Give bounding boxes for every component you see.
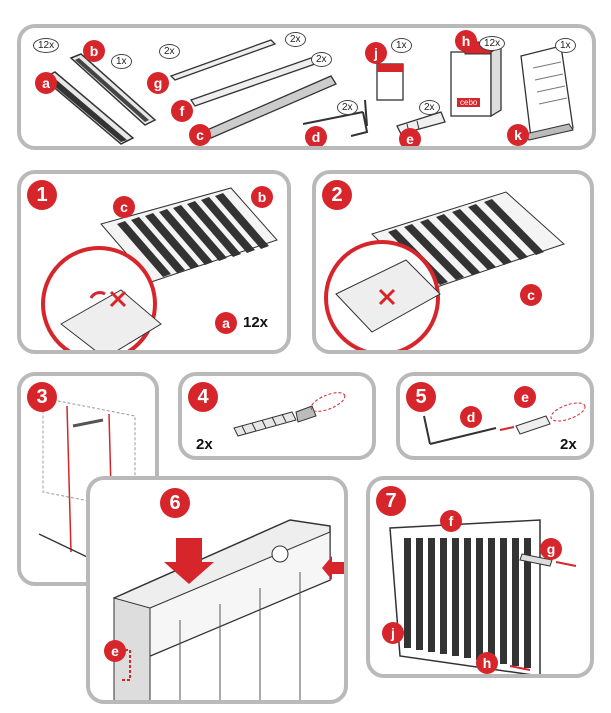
part-qty-j: 1x bbox=[391, 38, 412, 53]
part-qty-d: 2x bbox=[337, 100, 358, 115]
step-6-number: 6 bbox=[160, 488, 190, 518]
step-4-number: 4 bbox=[188, 382, 218, 412]
arrow-icon bbox=[555, 561, 577, 567]
part-qty-k: 1x bbox=[555, 38, 576, 53]
part-qty-c: 2x bbox=[311, 52, 332, 67]
part-letter-a: a bbox=[35, 72, 57, 94]
part-qty-f: 2x bbox=[285, 32, 306, 47]
parts-panel: a 12x b 1x g 2x f 2x c 2x d 2x e 2x j 1x… bbox=[17, 24, 596, 150]
step-7-label-j: j bbox=[382, 622, 404, 644]
arrow-down-icon bbox=[164, 538, 214, 584]
part-letter-k: k bbox=[507, 124, 529, 146]
step-7-number: 7 bbox=[376, 486, 406, 516]
step-5-number: 5 bbox=[406, 382, 436, 412]
step-1-label-a: a bbox=[215, 312, 237, 334]
arrow-left-icon bbox=[322, 556, 344, 580]
part-letter-h: h bbox=[455, 30, 477, 52]
step-7-label-g: g bbox=[540, 538, 562, 560]
step-4-panel: 4 2x bbox=[178, 372, 376, 460]
step-7-drawing bbox=[389, 519, 577, 674]
step-2-label-c: c bbox=[520, 284, 542, 306]
step-7-label-h: h bbox=[476, 652, 498, 674]
step-4-drawing bbox=[233, 392, 346, 437]
step-6-panel: 6 e bbox=[86, 476, 348, 704]
rail-b-illustration bbox=[69, 53, 157, 126]
booklet-k-illustration bbox=[520, 45, 574, 141]
part-letter-c: c bbox=[189, 124, 211, 146]
part-qty-g: 2x bbox=[159, 44, 180, 59]
drill-bit-illustration bbox=[233, 392, 346, 437]
grate-bars bbox=[117, 193, 269, 277]
hook-d-illustration bbox=[302, 99, 369, 137]
step-2-drawing bbox=[324, 191, 565, 350]
step-1-panel: 1 c b a 12x bbox=[17, 170, 291, 354]
part-qty-e: 2x bbox=[419, 100, 440, 115]
step-1-number: 1 bbox=[27, 180, 57, 210]
step-2-panel: 2 c bbox=[312, 170, 594, 354]
part-letter-j: j bbox=[365, 42, 387, 64]
step-2-number: 2 bbox=[322, 180, 352, 210]
hook-illustration bbox=[423, 415, 497, 445]
step-7-panel: 7 f g j h bbox=[366, 476, 594, 678]
step-5-drawing bbox=[423, 402, 586, 445]
step-1-label-c: c bbox=[113, 196, 135, 218]
part-letter-d: d bbox=[305, 126, 327, 146]
step-7-label-f: f bbox=[440, 510, 462, 532]
part-qty-h: 12x bbox=[479, 36, 506, 51]
part-qty-b: 1x bbox=[111, 54, 132, 69]
step-6-drawing bbox=[112, 519, 344, 700]
part-letter-f: f bbox=[171, 100, 193, 122]
step-5-label-e: e bbox=[514, 386, 536, 408]
step-1-qty: 12x bbox=[243, 314, 269, 331]
step-5-qty: 2x bbox=[560, 436, 577, 453]
rod-g-illustration bbox=[169, 39, 277, 81]
part-letter-b: b bbox=[83, 40, 105, 62]
step-1-label-b: b bbox=[251, 186, 273, 208]
step-1-drawing bbox=[41, 187, 278, 350]
step-6-label-e: e bbox=[104, 640, 126, 662]
part-letter-g: g bbox=[147, 72, 169, 94]
part-qty-a: 12x bbox=[33, 38, 60, 53]
box-brand-label: cebo bbox=[457, 98, 481, 107]
box-j-illustration bbox=[376, 63, 404, 101]
part-letter-e: e bbox=[399, 128, 421, 146]
step-3-number: 3 bbox=[27, 382, 57, 412]
step-5-label-d: d bbox=[460, 406, 482, 428]
step-5-panel: 5 d e 2x bbox=[396, 372, 594, 460]
step-4-qty: 2x bbox=[196, 436, 213, 453]
